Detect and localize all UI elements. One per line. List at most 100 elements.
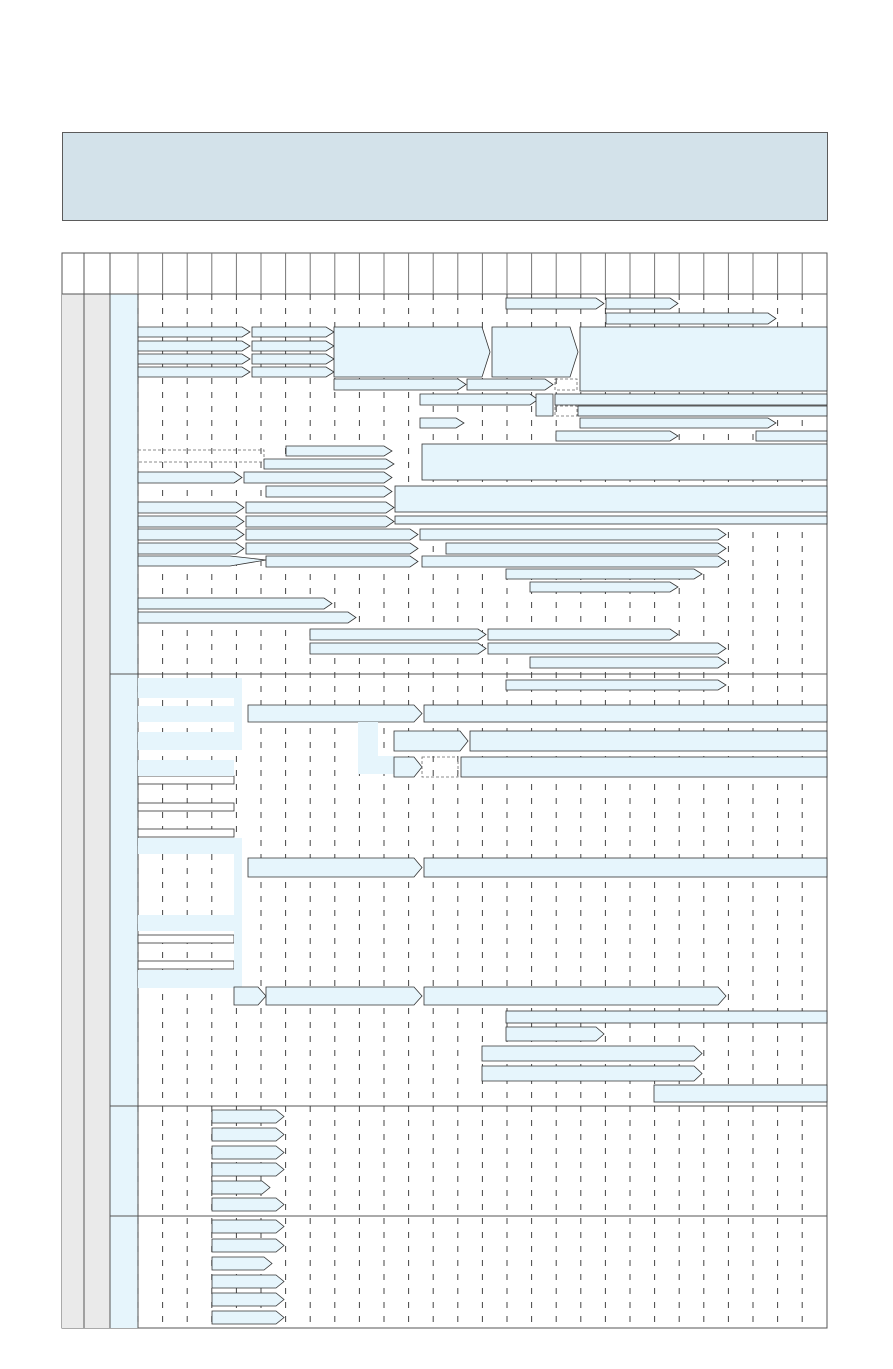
task-bar [554,393,828,406]
task-bar [755,430,828,442]
task-arrow [393,730,469,752]
task-arrow [211,1180,271,1195]
task-arrow [505,568,703,580]
task-block [333,326,491,378]
group-bracket [234,850,242,1000]
group-column [110,294,138,1328]
task-arrow [211,1127,285,1142]
planned-bar [554,378,578,391]
task-arrow [211,1310,285,1325]
task-arrow [211,1238,285,1253]
row-strip [137,775,235,785]
planned-bar [554,405,578,417]
task-arrow [505,297,605,310]
task-arrow [251,326,335,338]
task-arrow [137,366,251,378]
task-arrow [137,555,267,567]
task-arrow [487,628,679,641]
task-arrow [137,542,245,555]
group-bracket [138,915,234,931]
task-arrow [605,297,679,310]
header-banner [62,132,828,221]
group-bracket [138,970,234,988]
task-arrow [245,515,395,528]
task-arrow [137,611,357,624]
task-arrow [285,445,393,457]
task-arrow [211,1197,285,1212]
task-arrow [333,378,467,391]
task-arrow [247,857,423,878]
task-bar [653,1084,828,1103]
row-strip [137,934,235,944]
task-block [394,485,828,513]
task-arrow [245,528,419,541]
task-arrow [529,581,679,593]
task-arrow [137,528,245,541]
task-bar [469,730,828,752]
task-arrow [419,393,539,406]
group-bracket [138,760,234,776]
task-arrow [555,430,679,442]
task-arrow [245,542,419,555]
task-arrow [445,542,727,555]
task-bar [394,515,828,525]
task-arrow [487,642,727,655]
task-arrow [211,1145,285,1160]
group-bracket [138,838,242,854]
task-arrow [505,1026,605,1042]
task-arrow [211,1256,273,1271]
task-arrow [245,501,395,514]
group-bracket [138,678,242,750]
task-arrow [251,366,335,378]
task-arrow [265,555,419,568]
task-arrow [243,471,393,484]
task-block [491,326,579,378]
table-frame [61,252,828,1329]
task-bar [460,756,828,778]
task-arrow [309,642,487,655]
task-arrow [605,312,777,325]
task-arrow [466,378,554,391]
task-arrow [137,501,245,514]
task-arrow [529,656,727,669]
task-arrow [251,353,335,365]
task-arrow [421,555,727,568]
task-arrow [211,1292,285,1307]
task-arrow [211,1109,285,1124]
task-arrow [419,528,727,541]
task-arrow [481,1065,703,1082]
task-arrow [211,1274,285,1289]
task-arrow [265,986,423,1006]
task-arrow [137,597,333,610]
task-arrow [423,986,727,1006]
task-arrow [393,756,423,778]
task-arrow [579,417,777,429]
planned-bar [421,756,459,778]
task-bar [505,1010,828,1024]
task-arrow [211,1162,285,1177]
task-arrow [137,471,243,484]
row-strip [137,802,235,812]
subcategory-column [84,294,110,1328]
task-bar [423,704,828,723]
connector [535,393,554,417]
task-arrow [265,485,393,498]
task-bar [423,857,828,878]
row-strip [137,828,235,838]
task-arrow [309,628,487,641]
task-arrow [251,340,335,352]
row-strip [137,960,235,970]
task-arrow [137,353,251,365]
category-column [62,294,84,1328]
task-arrow [263,458,395,470]
task-bar [577,405,828,417]
task-arrow [505,679,727,691]
task-arrow [481,1045,703,1062]
task-arrow [247,704,423,723]
task-arrow [233,986,267,1006]
task-arrow [137,326,251,338]
task-arrow [137,340,251,352]
task-block [579,326,828,392]
